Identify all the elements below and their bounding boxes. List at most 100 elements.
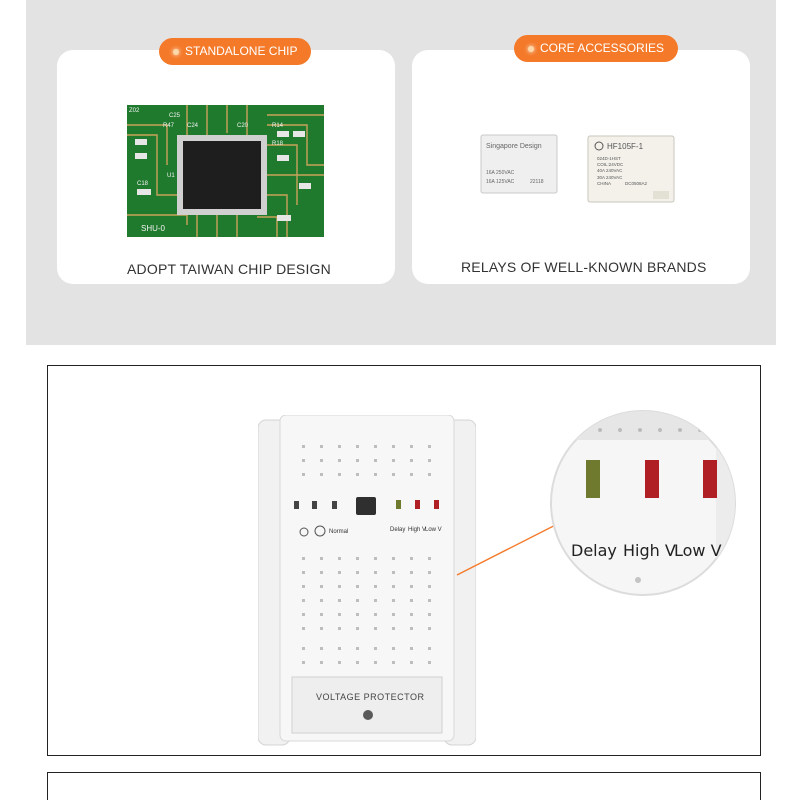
vent-dot [392, 459, 395, 462]
vent-dot [392, 599, 395, 602]
relay2-code: DC0508A2 [625, 181, 648, 186]
vent-dot [374, 647, 377, 650]
device-label-highv: High V [408, 527, 427, 533]
pcb-label-u1: U1 [167, 173, 175, 179]
vent-dot [338, 661, 341, 664]
vent-dot [356, 647, 359, 650]
vent-dot [410, 473, 413, 476]
vent-dot [392, 445, 395, 448]
vent-dot [320, 613, 323, 616]
voltage-protector-device [258, 415, 476, 746]
vent-dot [374, 661, 377, 664]
vent-dot [392, 557, 395, 560]
relay1-code: 22118 [530, 179, 544, 185]
accessories-card [412, 50, 750, 284]
vent-dot [392, 585, 395, 588]
vent-dot [302, 647, 305, 650]
pcb-label-z02: Z02 [129, 108, 140, 114]
vent-dot [302, 459, 305, 462]
pcb-label-c24: C24 [187, 123, 199, 129]
vent-dot [302, 445, 305, 448]
vent-dot [320, 627, 323, 630]
vent-dot [374, 585, 377, 588]
vent-dot [320, 445, 323, 448]
vent-dot [338, 599, 341, 602]
pcb-label-c20: C20 [237, 123, 249, 129]
vent-dot [356, 557, 359, 560]
relay1-line1: 16A 250VAC [486, 170, 515, 176]
vent-dot [320, 473, 323, 476]
vent-dot [338, 647, 341, 650]
accessories-badge-label: CORE ACCESSORIES [540, 41, 665, 55]
vent-dot [410, 557, 413, 560]
relay2-line3: 40A 240VAC [597, 168, 623, 173]
relay2-line5: CHINA [597, 181, 611, 186]
vent-dot [428, 571, 431, 574]
vent-dot [338, 571, 341, 574]
pcb-label-r18: R18 [272, 141, 284, 147]
vent-dot [392, 571, 395, 574]
device-title: VOLTAGE PROTECTOR [316, 692, 425, 702]
pcb-image: Z02 C25 R47 C24 R14 C20 R18 U1 C18 SHU-0 [127, 105, 324, 237]
vent-dot [428, 599, 431, 602]
relay-singapore-image: Singapore Design 16A 250VAC 16A 125VAC 2… [480, 134, 558, 194]
vent-dot [428, 557, 431, 560]
vent-dot [428, 661, 431, 664]
vent-dot [410, 445, 413, 448]
pcb-label-r14: R14 [272, 123, 284, 129]
zoom-label-lowv: Low V [674, 541, 722, 560]
vent-dot [374, 613, 377, 616]
vent-dot [428, 613, 431, 616]
vent-dot [374, 473, 377, 476]
vent-dot [374, 459, 377, 462]
vent-dot [392, 473, 395, 476]
vent-dot [356, 459, 359, 462]
vent-dot [320, 585, 323, 588]
vent-dot [356, 613, 359, 616]
vent-dot [338, 445, 341, 448]
vent-dot [356, 571, 359, 574]
vent-dot [428, 445, 431, 448]
vent-dot [374, 557, 377, 560]
vent-dot [320, 571, 323, 574]
pcb-label-bottom: SHU-0 [141, 224, 166, 233]
vent-dot [410, 647, 413, 650]
device-label-normal: Normal [329, 529, 349, 535]
zoom-label-highv: High V [623, 541, 676, 560]
glow-dot-icon [173, 48, 179, 55]
vent-dot [302, 585, 305, 588]
vent-dot [392, 627, 395, 630]
relay2-line2: COIL:24VDC [597, 162, 624, 167]
vent-dot [428, 473, 431, 476]
pcb-label-r47: R47 [163, 123, 175, 129]
chip-caption: ADOPT TAIWAN CHIP DESIGN [127, 261, 331, 277]
glow-dot-icon [528, 45, 534, 52]
vent-dot [338, 557, 341, 560]
vent-dot [356, 599, 359, 602]
vent-dot [410, 613, 413, 616]
vent-dot [410, 627, 413, 630]
vent-dot [428, 647, 431, 650]
accessories-caption: RELAYS OF WELL-KNOWN BRANDS [461, 259, 707, 275]
vent-dot [428, 627, 431, 630]
chip-badge-label: STANDALONE CHIP [185, 44, 298, 58]
pcb-label-c18: C18 [137, 181, 149, 187]
vent-dot [302, 473, 305, 476]
vent-dot [356, 585, 359, 588]
vent-dot [338, 627, 341, 630]
vent-dot [338, 613, 341, 616]
vent-dot [428, 459, 431, 462]
zoom-label-delay: Delay [571, 541, 617, 560]
relay1-line2: 16A 125VAC [486, 179, 515, 185]
vent-dot [410, 661, 413, 664]
vent-dot [410, 599, 413, 602]
vent-dot [392, 647, 395, 650]
chip-badge: STANDALONE CHIP [159, 38, 312, 65]
vent-dot [320, 599, 323, 602]
vent-dot [338, 585, 341, 588]
vent-dot [356, 445, 359, 448]
accessories-badge: CORE ACCESSORIES [514, 35, 679, 62]
vent-dot [392, 661, 395, 664]
pcb-label-c25: C25 [169, 113, 181, 119]
vent-dot [374, 571, 377, 574]
